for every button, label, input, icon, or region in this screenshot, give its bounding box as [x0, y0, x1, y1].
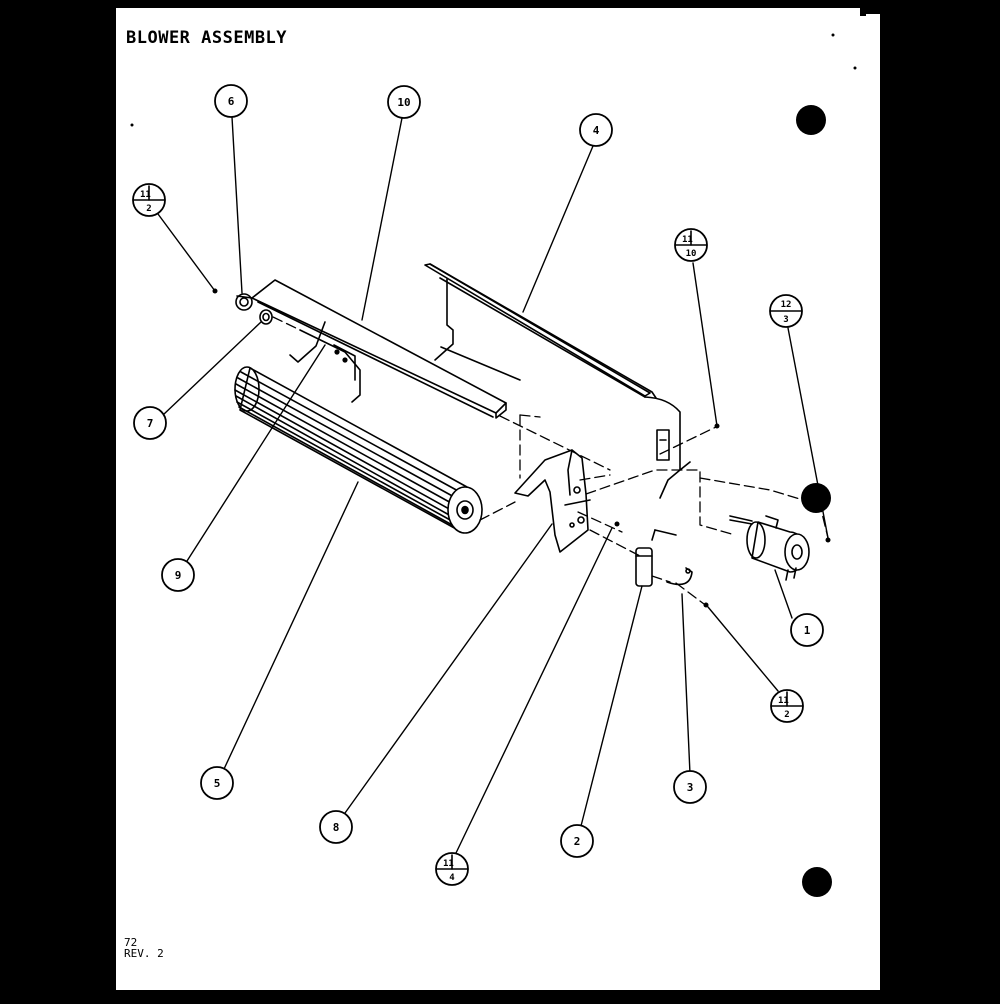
callout-3: [673, 770, 707, 804]
callout-num: 12: [781, 300, 792, 310]
callout-9: [161, 558, 195, 592]
diagram-title: BLOWER ASSEMBLY: [126, 28, 288, 48]
callout-8: [319, 810, 353, 844]
binder-hole: [802, 867, 832, 897]
leader-lines: [157, 116, 829, 854]
scroll-frame: [251, 279, 507, 419]
callout-label: 1: [804, 624, 811, 637]
fraction-dividers: [133, 185, 803, 870]
capacitor-strap: [666, 567, 693, 586]
callout-4: [579, 113, 613, 147]
callout-label: 10: [397, 96, 410, 109]
callout-den: 10: [686, 249, 697, 259]
callout-1: [790, 613, 824, 647]
callout-num: 11: [778, 696, 789, 706]
callout-num: 11: [140, 190, 151, 200]
revision-label: REV. 2: [124, 947, 164, 960]
callout-label: 5: [214, 777, 221, 790]
callout-label: 7: [147, 417, 154, 430]
callout-den: 2: [784, 710, 789, 720]
callout-2: [560, 824, 594, 858]
callout-den: 3: [783, 315, 788, 325]
paper: [116, 8, 880, 990]
binder-hole: [801, 483, 831, 513]
callout-label: 8: [333, 821, 340, 834]
bearing: [235, 293, 253, 311]
callout-den: 2: [146, 204, 151, 214]
callout-label: 3: [687, 781, 694, 794]
motor-bracket: [514, 449, 591, 553]
callout-label: 6: [228, 95, 235, 108]
callout-num: 11: [443, 859, 454, 869]
callout-den: 4: [449, 873, 455, 883]
bushing: [259, 309, 273, 325]
blower-wheel: [234, 366, 483, 534]
callout-labels: 6 10 4 11 2 11 10 12 3 7 9 1 11 2 5 3 8 …: [140, 95, 811, 883]
callout-label: 4: [593, 124, 600, 137]
callout-label: 9: [175, 569, 182, 582]
callout-6: [214, 84, 248, 118]
binder-hole: [796, 105, 826, 135]
callout-10: [387, 85, 421, 119]
blower-housing: [424, 263, 691, 499]
page-number: 72: [124, 936, 138, 949]
callout-label: 2: [574, 835, 581, 848]
blower-motor: [729, 515, 810, 581]
capacitor: [635, 529, 677, 587]
callout-7: [133, 406, 167, 440]
assembly-lines: [272, 316, 829, 605]
callout-5: [200, 766, 234, 800]
callout-num: 11: [682, 235, 693, 245]
page-info: 72 REV. 2: [124, 937, 164, 959]
